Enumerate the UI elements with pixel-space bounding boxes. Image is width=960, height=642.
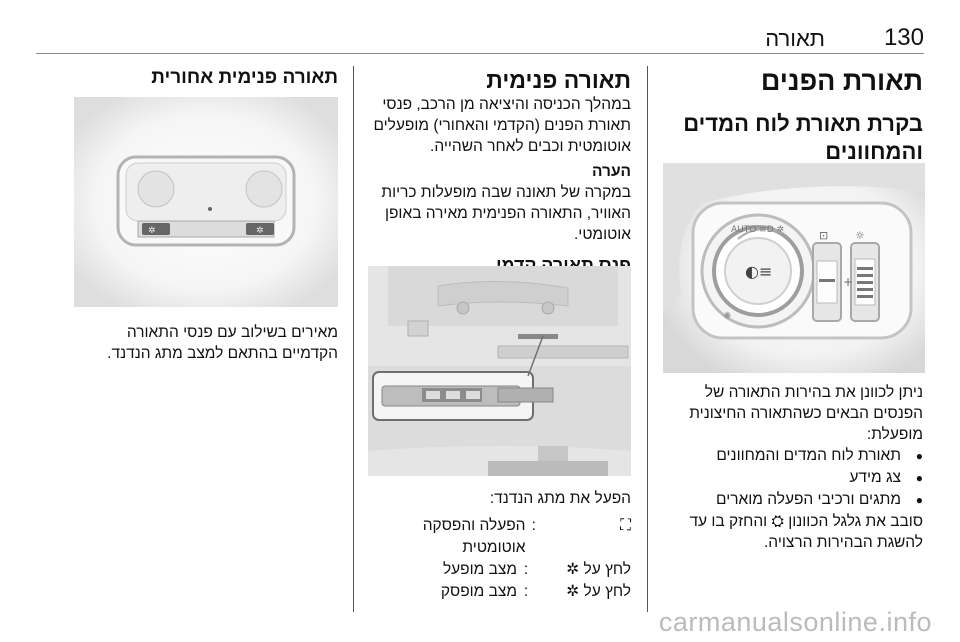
middle-column: תאורה פנימית במהלך הכניסה והיציאה מן הרכ… [368, 66, 631, 277]
brightness-paragraph-line3: מופעלת: [866, 426, 923, 443]
dimmable-list: תאורת לוח המדים והמחוונים צג מידע מתגים … [661, 445, 923, 511]
list-item: תאורת לוח המדים והמחוונים [661, 445, 923, 467]
ops-row-auto: ⛶ : הפעלה והפסקה אוטומטית [368, 515, 631, 559]
section-title: תאורה [765, 26, 825, 51]
rear-light-image: ✲ ✲ [74, 97, 338, 307]
brightness-paragraph-line1: ניתן לכוונן את בהירות התאורה של [704, 384, 923, 401]
right-column: תאורת הפנים בקרת תאורת לוח המדים והמחוונ… [661, 66, 923, 165]
separator: : [531, 517, 536, 534]
ops-desc: מצב מופעל [442, 561, 517, 578]
front-light-image [368, 266, 631, 476]
interior-light-title: תאורה פנימית [486, 67, 631, 93]
rocker-intro: הפעל את מתג הנדנד: [489, 490, 631, 507]
list-item: צג מידע [661, 467, 923, 489]
note-line1: במקרה של תאונה שבה מופעלות כריות [381, 184, 631, 201]
svg-text:✲: ✲ [148, 226, 156, 236]
turn-wheel-line1: סובב את גלגל הכוונון ⛭ והחזק בו עד [689, 513, 923, 530]
ops-desc: הפעלה והפסקה אוטומטית [422, 517, 526, 556]
note-title: הערה [592, 163, 631, 180]
svg-text:✺: ✺ [723, 311, 731, 322]
rear-light-title: תאורה פנימית אחורית [151, 67, 338, 88]
svg-text:+: + [843, 275, 853, 289]
dimmer-subtitle-line1: בקרת תאורת לוח המדים [683, 111, 923, 137]
header-rule [36, 53, 924, 54]
watermark: carmanualsonline.info [658, 607, 932, 637]
light-switch-image: ◐≡ AUTO ≡D ✲ ✺ ⊡ ☼ + [663, 163, 925, 373]
column-divider-left [353, 66, 354, 612]
light-on-key: לחץ על ✲ [566, 561, 631, 578]
right-column-body: ניתן לכוונן את בהירות התאורה של הפנסים ה… [661, 382, 923, 553]
note-line2: האוויר, התאורה הפנימית מאירה באופן [384, 205, 631, 222]
left-column: תאורה פנימית אחורית [74, 66, 338, 90]
courtesy-paragraph-line3: אוטומטית וכבים לאחר השהייה. [430, 138, 631, 155]
column-divider-right [647, 66, 648, 612]
courtesy-paragraph-line2: תאורת הפנים (הקדמי והאחורי) מופעלים [373, 117, 631, 134]
svg-text:⊡: ⊡ [819, 229, 828, 242]
turn-wheel-line2: להשגת הבהירות הרצויה. [764, 534, 923, 551]
light-off-key: לחץ על ✲ [566, 583, 631, 600]
left-column-body: מאירים בשילוב עם פנסי התאורה הקדמיים בהת… [74, 322, 338, 364]
auto-door-icon: ⛶ [620, 517, 631, 534]
dimmer-subtitle-line2: והמחוונים [825, 138, 923, 164]
rear-paragraph-line1: מאירים בשילוב עם פנסי התאורה [126, 324, 338, 341]
ops-row-off: לחץ על ✲ : מצב מופסק [368, 581, 631, 603]
courtesy-paragraph-line1: במהלך הכניסה והיציאה מן הרכב, פנסי [382, 96, 631, 113]
svg-text:✲: ✲ [256, 226, 264, 236]
note-line3: אוטומטי. [573, 226, 631, 243]
separator: : [523, 583, 529, 600]
brightness-paragraph-line2: הפנסים הבאים כשהתאורה החיצונית [689, 405, 923, 422]
middle-column-body: הפעל את מתג הנדנד: ⛶ : הפעלה והפסקה אוטו… [368, 488, 631, 603]
svg-text:◐≡: ◐≡ [745, 262, 772, 281]
svg-text:☼: ☼ [855, 229, 865, 242]
rear-paragraph-line2: הקדמיים בהתאם למצב מתג הנדנד. [107, 345, 338, 362]
ops-row-on: לחץ על ✲ : מצב מופעל [368, 559, 631, 581]
page-number: 130 [883, 24, 924, 51]
ops-desc: מצב מופסק [440, 583, 517, 600]
separator: : [523, 561, 529, 578]
svg-text:AUTO ≡D ✲: AUTO ≡D ✲ [731, 225, 784, 235]
interior-lighting-title: תאורת הפנים [760, 66, 923, 96]
list-item: מתגים ורכיבי הפעלה מוארים [661, 489, 923, 511]
